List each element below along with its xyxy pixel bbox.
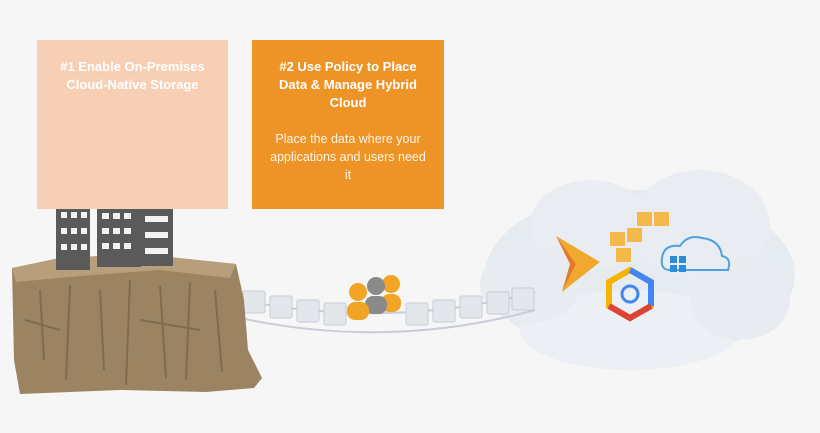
step-1-title: #1 Enable On-Premises Cloud-Native Stora… (60, 59, 205, 92)
cliff-icon (12, 254, 262, 394)
aws-cubes-icon (610, 212, 669, 262)
step-2-card: #2 Use Policy to Place Data & Manage Hyb… (252, 40, 444, 209)
step-2-body: Place the data where your applications a… (270, 132, 426, 182)
people-group-icon (347, 275, 401, 320)
step-1-card: #1 Enable On-Premises Cloud-Native Stora… (37, 40, 228, 209)
step-2-title: #2 Use Policy to Place Data & Manage Hyb… (279, 59, 417, 110)
hybrid-cloud-icon (480, 170, 795, 370)
azure-cloud-windows-icon (660, 236, 731, 272)
google-cloud-hexagon-icon (606, 266, 654, 322)
rope-bridge-icon (239, 287, 536, 334)
arrow-swoosh-icon (556, 236, 600, 292)
